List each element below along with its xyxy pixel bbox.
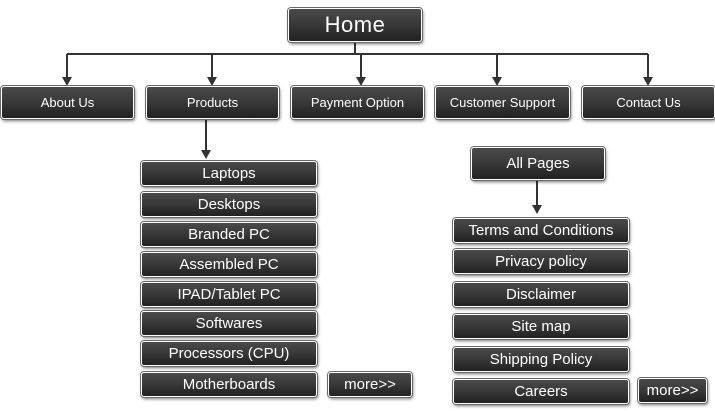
products-more-button[interactable]: more>>	[328, 372, 412, 397]
product-item-assembled-pc[interactable]: Assembled PC	[141, 252, 317, 277]
product-item-laptops[interactable]: Laptops	[141, 161, 317, 186]
all-pages-button[interactable]: All Pages	[471, 147, 605, 180]
pages-menu-arrow	[532, 205, 542, 214]
support-arrow	[492, 77, 502, 86]
nav-products[interactable]: Products	[146, 86, 279, 119]
page-item-shipping-policy[interactable]: Shipping Policy	[453, 347, 629, 372]
product-item-softwares[interactable]: Softwares	[141, 311, 317, 336]
page-item-site-map[interactable]: Site map	[453, 314, 629, 339]
page-item-privacy-policy[interactable]: Privacy policy	[453, 249, 629, 274]
product-item-desktops[interactable]: Desktops	[141, 192, 317, 217]
product-item-ipad-tablet-pc[interactable]: IPAD/Tablet PC	[141, 282, 317, 307]
nav-contact-us[interactable]: Contact Us	[582, 86, 715, 119]
about-arrow	[62, 77, 72, 86]
contact-arrow	[643, 77, 653, 86]
page-item-careers[interactable]: Careers	[453, 379, 629, 404]
page-item-terms-and-conditions[interactable]: Terms and Conditions	[453, 218, 629, 243]
product-item-motherboards[interactable]: Motherboards	[141, 372, 317, 397]
pages-more-button[interactable]: more>>	[638, 378, 707, 403]
product-item-processors-cpu[interactable]: Processors (CPU)	[141, 341, 317, 366]
payment-arrow	[356, 77, 366, 86]
product-item-branded-pc[interactable]: Branded PC	[141, 222, 317, 247]
nav-customer-support[interactable]: Customer Support	[435, 86, 570, 119]
nav-about-us[interactable]: About Us	[1, 86, 134, 119]
products-menu-arrow	[201, 150, 211, 159]
home-button[interactable]: Home	[288, 8, 422, 42]
products-arrow	[207, 77, 217, 86]
page-item-disclaimer[interactable]: Disclaimer	[453, 282, 629, 307]
nav-payment-option[interactable]: Payment Option	[291, 86, 424, 119]
